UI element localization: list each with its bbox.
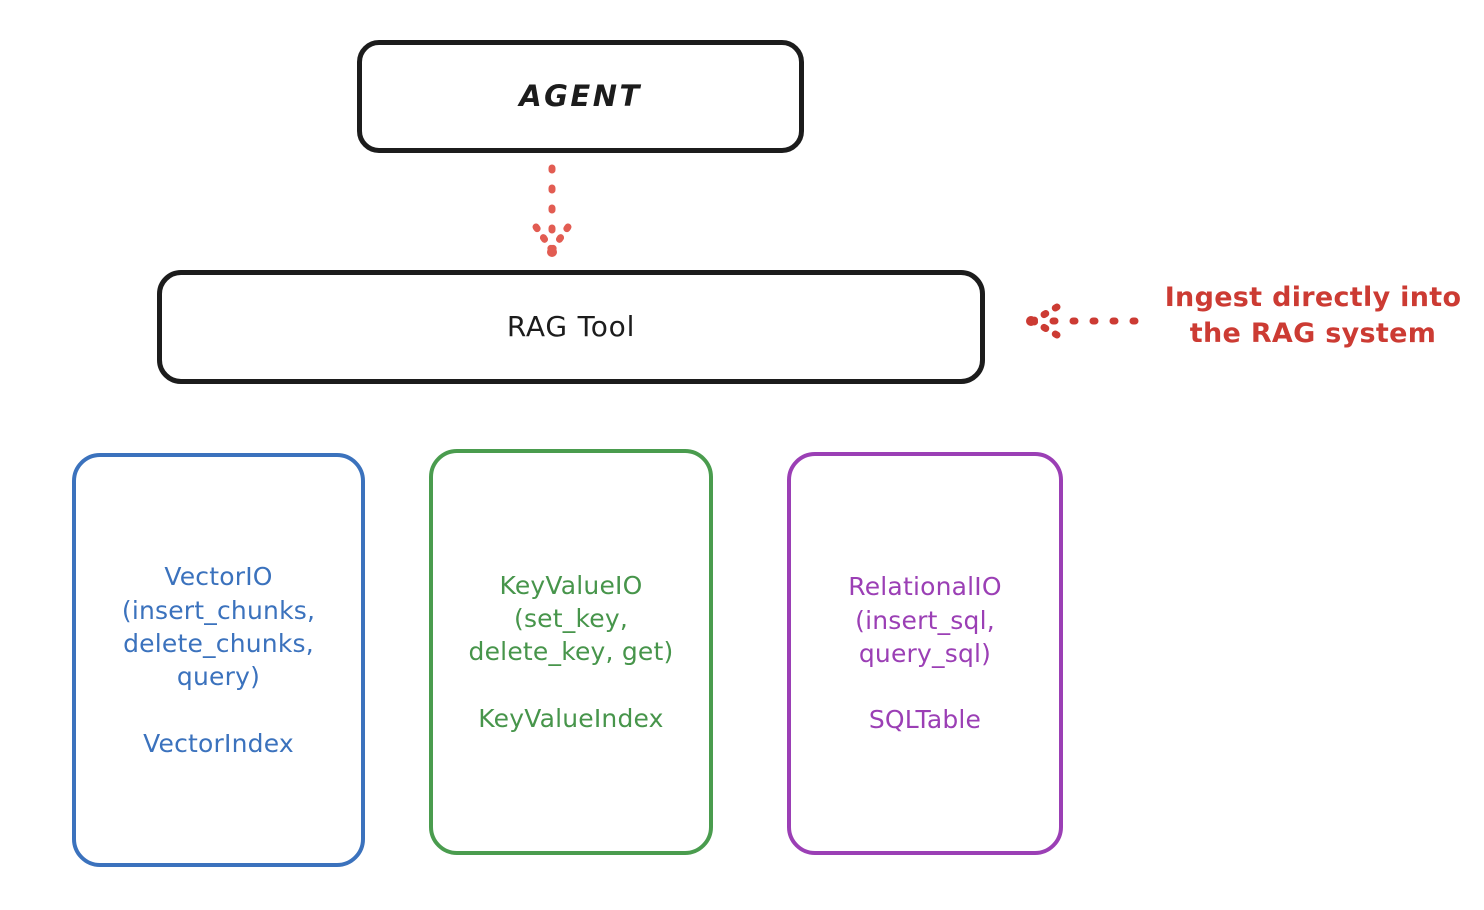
node-rag-tool-label: RAG Tool [506, 310, 636, 344]
node-relationalio-label: RelationalIO (insert_sql, query_sql) SQL… [848, 572, 1002, 735]
node-vectorio-label: VectorIO (insert_chunks, delete_chunks, … [121, 562, 316, 758]
edge-agent-to-rag-arrowhead-right [548, 223, 572, 254]
annotation-ingest-note: Ingest directly into the RAG system [1164, 282, 1462, 350]
node-vectorio[interactable]: VectorIO (insert_chunks, delete_chunks, … [72, 453, 365, 867]
edge-ingest-arrowhead-top [1029, 303, 1061, 325]
edge-ingest-to-rag-tool [1026, 303, 1139, 339]
node-rag-tool[interactable]: RAG Tool [157, 270, 985, 384]
node-keyvalueio[interactable]: KeyValueIO (set_key, delete_key, get) Ke… [429, 449, 713, 855]
edge-ingest-tip [1026, 316, 1036, 326]
edge-agent-to-rag-tip [547, 247, 557, 257]
edge-ingest-arrowhead-bottom [1029, 317, 1061, 339]
node-relationalio[interactable]: RelationalIO (insert_sql, query_sql) SQL… [787, 452, 1063, 855]
node-agent[interactable]: AGENT [357, 40, 804, 153]
edge-agent-to-rag-arrowhead-left [532, 223, 556, 254]
node-agent-label: AGENT [519, 78, 642, 113]
edge-agent-to-rag-tool [532, 164, 572, 257]
node-keyvalueio-label: KeyValueIO (set_key, delete_key, get) Ke… [468, 570, 674, 733]
